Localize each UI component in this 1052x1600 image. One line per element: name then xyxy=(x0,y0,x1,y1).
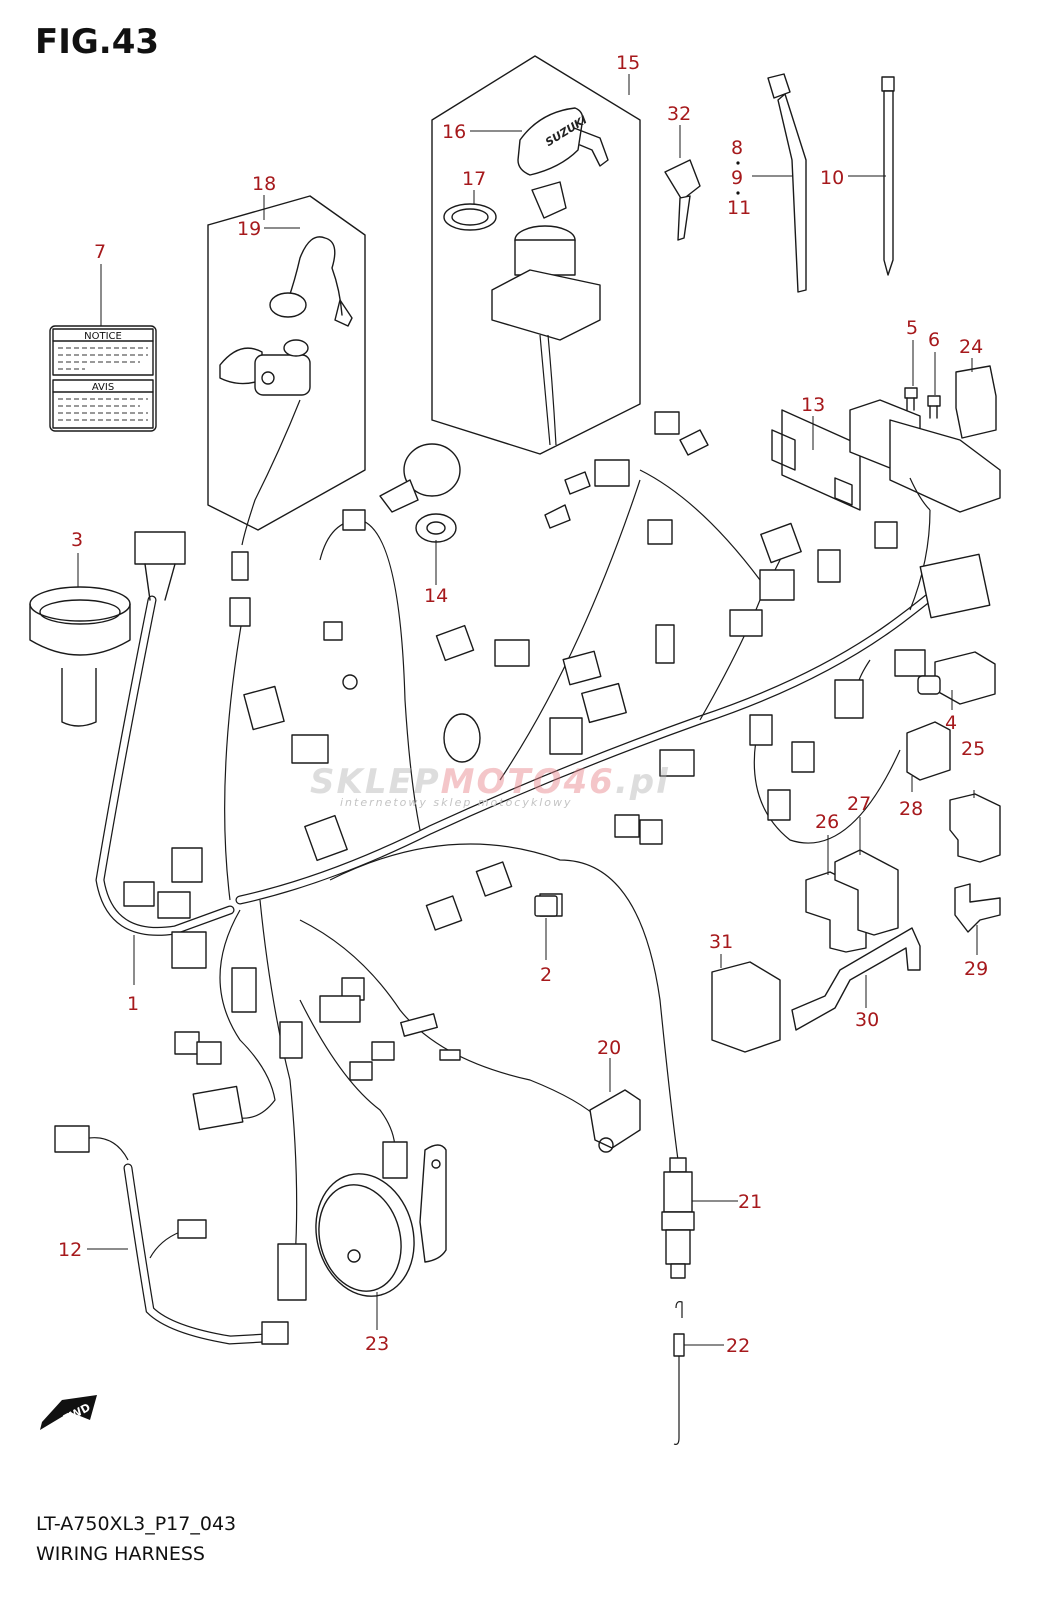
avis-header: AVIS xyxy=(92,382,114,393)
callout-dot xyxy=(736,161,740,165)
callout-20: 20 xyxy=(597,1037,621,1059)
sub-harness-part xyxy=(54,1125,289,1345)
callout-17: 17 xyxy=(462,168,486,190)
bracket-30-part xyxy=(791,927,921,1031)
fuse-5-part xyxy=(904,387,918,411)
callout-8: 8 xyxy=(731,137,743,159)
model-code: LT-A750XL3_P17_043 xyxy=(36,1513,237,1535)
connector-28-part xyxy=(906,721,951,781)
notice-label-part: NOTICE AVIS xyxy=(49,325,157,432)
callout-15: 15 xyxy=(616,52,640,74)
callout-26: 26 xyxy=(815,811,839,833)
bracket-29-part xyxy=(954,883,1001,933)
cable-tie-small xyxy=(881,76,895,276)
callout-25: 25 xyxy=(961,738,985,760)
callout-31: 31 xyxy=(709,931,733,953)
callout-11: 11 xyxy=(727,197,751,219)
watermark-subtitle: internetowy sklep motocyklowy xyxy=(340,796,573,809)
spring-22-part xyxy=(673,1301,685,1445)
watermark-text-b: MOTO46 xyxy=(440,762,615,802)
terminal-cover-part xyxy=(917,651,996,705)
callout-30: 30 xyxy=(855,1009,879,1031)
callout-12: 12 xyxy=(58,1239,82,1261)
sensor-21-part xyxy=(661,1157,695,1279)
callout-10: 10 xyxy=(820,167,844,189)
watermark-suffix: .pl xyxy=(614,762,670,802)
horn-part xyxy=(315,1144,447,1297)
relay-31-part xyxy=(711,961,781,1053)
engine-stop-switch-frame xyxy=(207,195,366,531)
main-harness xyxy=(95,469,965,1261)
callout-27: 27 xyxy=(847,793,871,815)
callout-29: 29 xyxy=(964,958,988,980)
notice-header: NOTICE xyxy=(84,331,122,342)
callout-14: 14 xyxy=(424,585,448,607)
section-name: WIRING HARNESS xyxy=(36,1543,205,1565)
connector-25-part xyxy=(949,793,1001,863)
callout-23: 23 xyxy=(365,1333,389,1355)
callout-3: 3 xyxy=(71,529,83,551)
leader-lines xyxy=(77,74,978,1346)
callout-5: 5 xyxy=(906,317,918,339)
callout-dot xyxy=(736,191,740,195)
callout-22: 22 xyxy=(726,1335,750,1357)
fuse-6-part xyxy=(927,395,941,419)
callout-18: 18 xyxy=(252,173,276,195)
relay-24-part xyxy=(955,365,997,439)
figure-title: FIG.43 xyxy=(35,22,160,62)
watermark: SKLEPMOTO46.pl xyxy=(310,762,670,802)
ignition-switch-body xyxy=(491,181,601,446)
cable-tie-large xyxy=(767,73,807,293)
callout-13: 13 xyxy=(801,394,825,416)
callout-9: 9 xyxy=(731,167,743,189)
connector-cap-2-part xyxy=(534,895,558,917)
fuse-box-part xyxy=(849,399,1001,513)
callout-21: 21 xyxy=(738,1191,762,1213)
key-part xyxy=(664,159,701,241)
watermark-text-a: SKLEP xyxy=(310,762,441,802)
callout-19: 19 xyxy=(237,218,261,240)
callout-7: 7 xyxy=(94,241,106,263)
callout-24: 24 xyxy=(959,336,983,358)
callout-16: 16 xyxy=(442,121,466,143)
callout-28: 28 xyxy=(899,798,923,820)
callout-2: 2 xyxy=(540,964,552,986)
connector-27-part xyxy=(834,849,899,936)
callout-32: 32 xyxy=(667,103,691,125)
callout-4: 4 xyxy=(945,712,957,734)
callout-6: 6 xyxy=(928,329,940,351)
switch-20-part xyxy=(589,1089,641,1153)
callout-numbers: 1 2 3 4 5 6 7 8 9 10 11 12 13 14 15 16 1… xyxy=(58,52,988,1357)
ignition-cover-part: SUZUKI xyxy=(517,107,609,176)
bracket-13-part xyxy=(771,409,861,511)
tether-cord-part xyxy=(269,236,353,327)
socket-part xyxy=(379,443,461,543)
callout-1: 1 xyxy=(127,993,139,1015)
nut-17-part xyxy=(443,203,497,231)
stop-switch-part xyxy=(219,339,311,546)
boot-part xyxy=(29,586,131,727)
ignition-switch-assy-frame xyxy=(431,55,641,455)
fwd-arrow-icon: FWD xyxy=(40,1395,97,1430)
harness-connectors xyxy=(123,411,991,1301)
